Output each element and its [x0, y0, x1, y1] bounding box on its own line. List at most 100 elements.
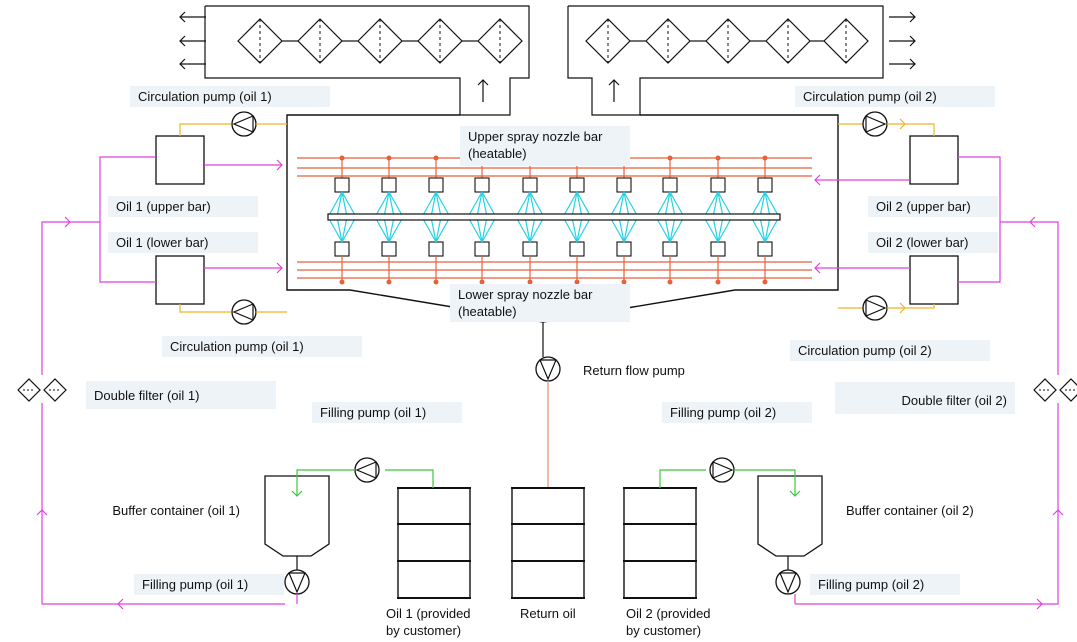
diamond-shape — [477, 18, 523, 64]
oil1-supply-lower-arrow — [276, 262, 283, 274]
pump-triangle — [712, 461, 734, 479]
upper-spray-jet — [388, 191, 404, 218]
oil2-bottom-arrow — [1036, 598, 1043, 610]
upper-spray-jet — [435, 191, 451, 218]
oil1-circulation-line-bottom — [179, 304, 231, 313]
diamond-shape — [823, 18, 869, 64]
label-filling-pump-oil1-bottom: Filling pump (oil 1) — [134, 574, 284, 595]
lower-spray-jet — [750, 216, 766, 243]
lower-nozzle — [569, 241, 585, 257]
lower-spray-jet — [764, 216, 780, 243]
lower-spray-jet — [655, 216, 671, 243]
label-return-flow-pump: Return flow pump — [583, 363, 685, 378]
upper-nozzle — [710, 177, 726, 193]
filling-line-oil1-a — [385, 469, 434, 488]
lower-spray-jet — [327, 216, 343, 243]
heat-exchanger-element-right — [823, 18, 869, 64]
lower-spray-jet — [383, 216, 390, 243]
upper-spray-jet — [481, 191, 488, 218]
label-filling-pump-oil2-bottom: Filling pump (oil 2) — [810, 574, 960, 595]
drum-oil2 — [623, 487, 697, 599]
oil1-return-arrow — [36, 509, 48, 516]
lower-bar-tap — [433, 279, 439, 285]
lower-nozzle — [522, 241, 538, 257]
oil2-circulation-arrow-top — [899, 118, 906, 130]
return-flow-pump — [535, 356, 561, 382]
upper-spray-jet — [664, 191, 671, 218]
upper-spray-jet — [655, 191, 671, 218]
upper-spray-jet — [476, 191, 483, 218]
lower-spray-jet — [576, 216, 583, 243]
oil1-feed-line — [41, 221, 100, 375]
oil1-circulation-pump-bottom — [231, 299, 257, 325]
upper-spray-jet — [571, 191, 578, 218]
pump-triangle — [865, 115, 887, 133]
oil2-feed-arrow — [1029, 216, 1036, 228]
lower-bar-tap — [715, 279, 721, 285]
upper-spray-jet — [515, 191, 531, 218]
oil1-circulation-pump-top — [231, 111, 257, 137]
upper-spray-jet — [529, 191, 536, 218]
pump-triangle — [232, 115, 254, 133]
lower-spray-jet — [421, 216, 437, 243]
upper-nozzle — [474, 177, 490, 193]
workpiece-strip — [327, 213, 781, 221]
label-double-filter-oil2: Double filter (oil 2) — [835, 382, 1015, 414]
label-drum-oil2: Oil 2 (provided by customer) — [626, 606, 711, 638]
oil2-supply-upper-arrow — [814, 174, 821, 186]
upper-nozzle — [334, 177, 350, 193]
upper-spray-jet — [383, 191, 390, 218]
lower-spray-jet — [341, 216, 348, 243]
upper-spray-jet — [750, 191, 766, 218]
label-double-filter-oil1: Double filter (oil 1) — [86, 381, 276, 409]
label-circulation-pump-oil1-bottom: Circulation pump (oil 1) — [162, 336, 362, 357]
lower-spray-jet — [623, 216, 639, 243]
oil1-feed-arrow — [64, 216, 71, 228]
upper-spray-jet — [524, 191, 531, 218]
oil2-circulation-line-bottom — [887, 304, 935, 309]
lower-nozzle — [710, 241, 726, 257]
upper-spray-jet — [764, 191, 780, 218]
label-oil2-lower-bar: Oil 2 (lower bar) — [868, 232, 998, 253]
lower-spray-jet — [467, 216, 483, 243]
lower-spray-jet — [476, 216, 483, 243]
filling-line-oil1-b — [296, 469, 355, 496]
lower-spray-jet — [618, 216, 625, 243]
lower-bar-tap — [762, 279, 768, 285]
upper-spray-jet — [341, 191, 357, 218]
oil2-tank-link — [958, 156, 1001, 283]
label-oil1-lower-bar: Oil 1 (lower bar) — [108, 232, 258, 253]
lower-bar-tap — [479, 279, 485, 285]
label-circulation-pump-oil2-top: Circulation pump (oil 2) — [795, 86, 995, 107]
upper-spray-jet — [467, 191, 483, 218]
oil2-return-line — [795, 403, 1059, 605]
upper-spray-jet — [623, 191, 630, 218]
oil2-circulation-line-top — [887, 123, 935, 136]
pump-triangle — [865, 299, 887, 317]
exhaust-arrowhead-right — [909, 35, 916, 47]
lower-bar-tap — [339, 279, 345, 285]
oil1-tank-link — [99, 156, 156, 283]
lower-nozzle — [757, 241, 773, 257]
lower-spray-jet — [562, 216, 578, 243]
lower-spray-jet — [717, 216, 724, 243]
exhaust-arrowhead-left — [179, 58, 186, 70]
filter-element — [1059, 378, 1077, 402]
lower-spray-jet — [430, 216, 437, 243]
upper-spray-jet — [374, 191, 390, 218]
lower-spray-jet — [481, 216, 497, 243]
double-filter-oil1 — [17, 378, 67, 402]
oil1-upper-tank — [155, 135, 205, 185]
lower-bar-tap — [621, 279, 627, 285]
upper-nozzle — [569, 177, 585, 193]
label-filling-pump-oil1-top: Filling pump (oil 1) — [312, 402, 462, 423]
lower-nozzle — [381, 241, 397, 257]
lower-nozzle — [616, 241, 632, 257]
upper-nozzle — [616, 177, 632, 193]
oil2-lower-tank — [909, 255, 959, 305]
upper-nozzle — [522, 177, 538, 193]
lower-spray-jet — [664, 216, 671, 243]
drum-body — [623, 487, 697, 599]
upper-spray-jet — [618, 191, 625, 218]
lower-nozzle — [428, 241, 444, 257]
